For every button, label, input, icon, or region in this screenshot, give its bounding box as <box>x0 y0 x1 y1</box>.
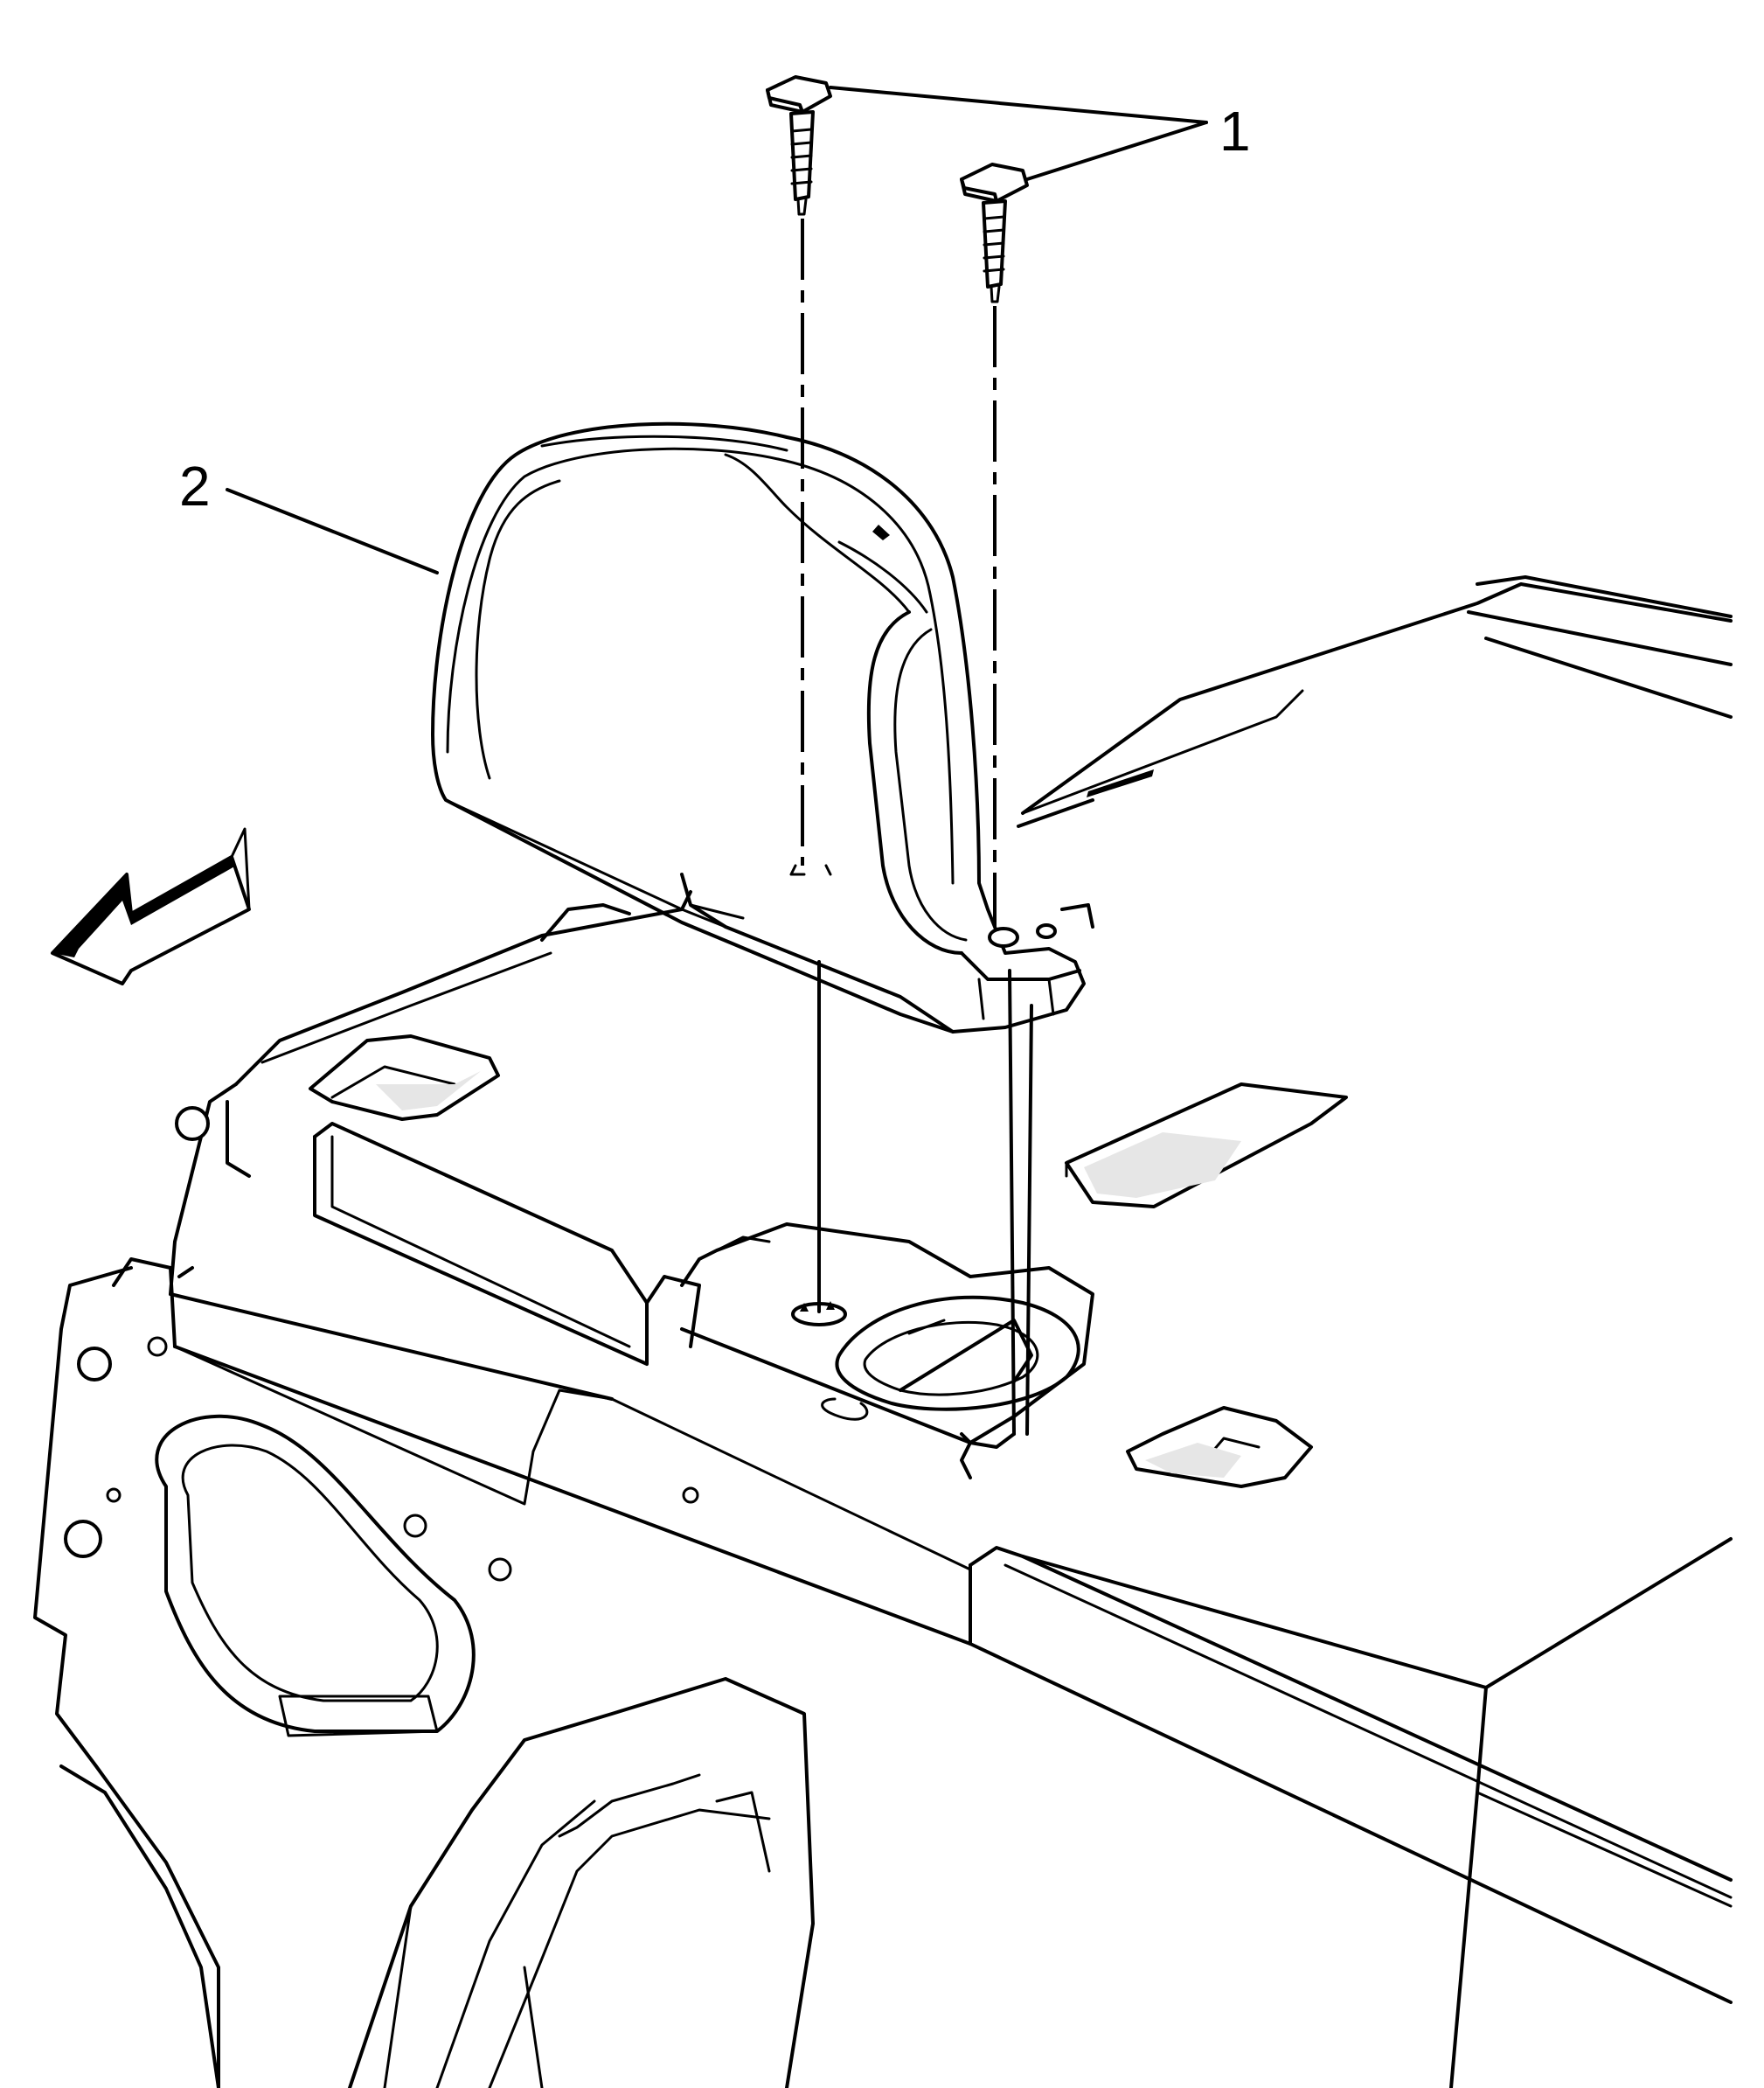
headrest <box>431 421 1094 1034</box>
callout-1: 1 <box>1219 100 1251 163</box>
alignment-lines <box>801 219 1033 1436</box>
callout-2: 2 <box>179 455 211 518</box>
front-arrow-icon <box>51 827 251 985</box>
seatback-panel <box>33 575 1733 2088</box>
callout-2-leader <box>226 488 439 574</box>
bolt-icon <box>766 75 1029 303</box>
callout-1-leader <box>829 86 1208 181</box>
